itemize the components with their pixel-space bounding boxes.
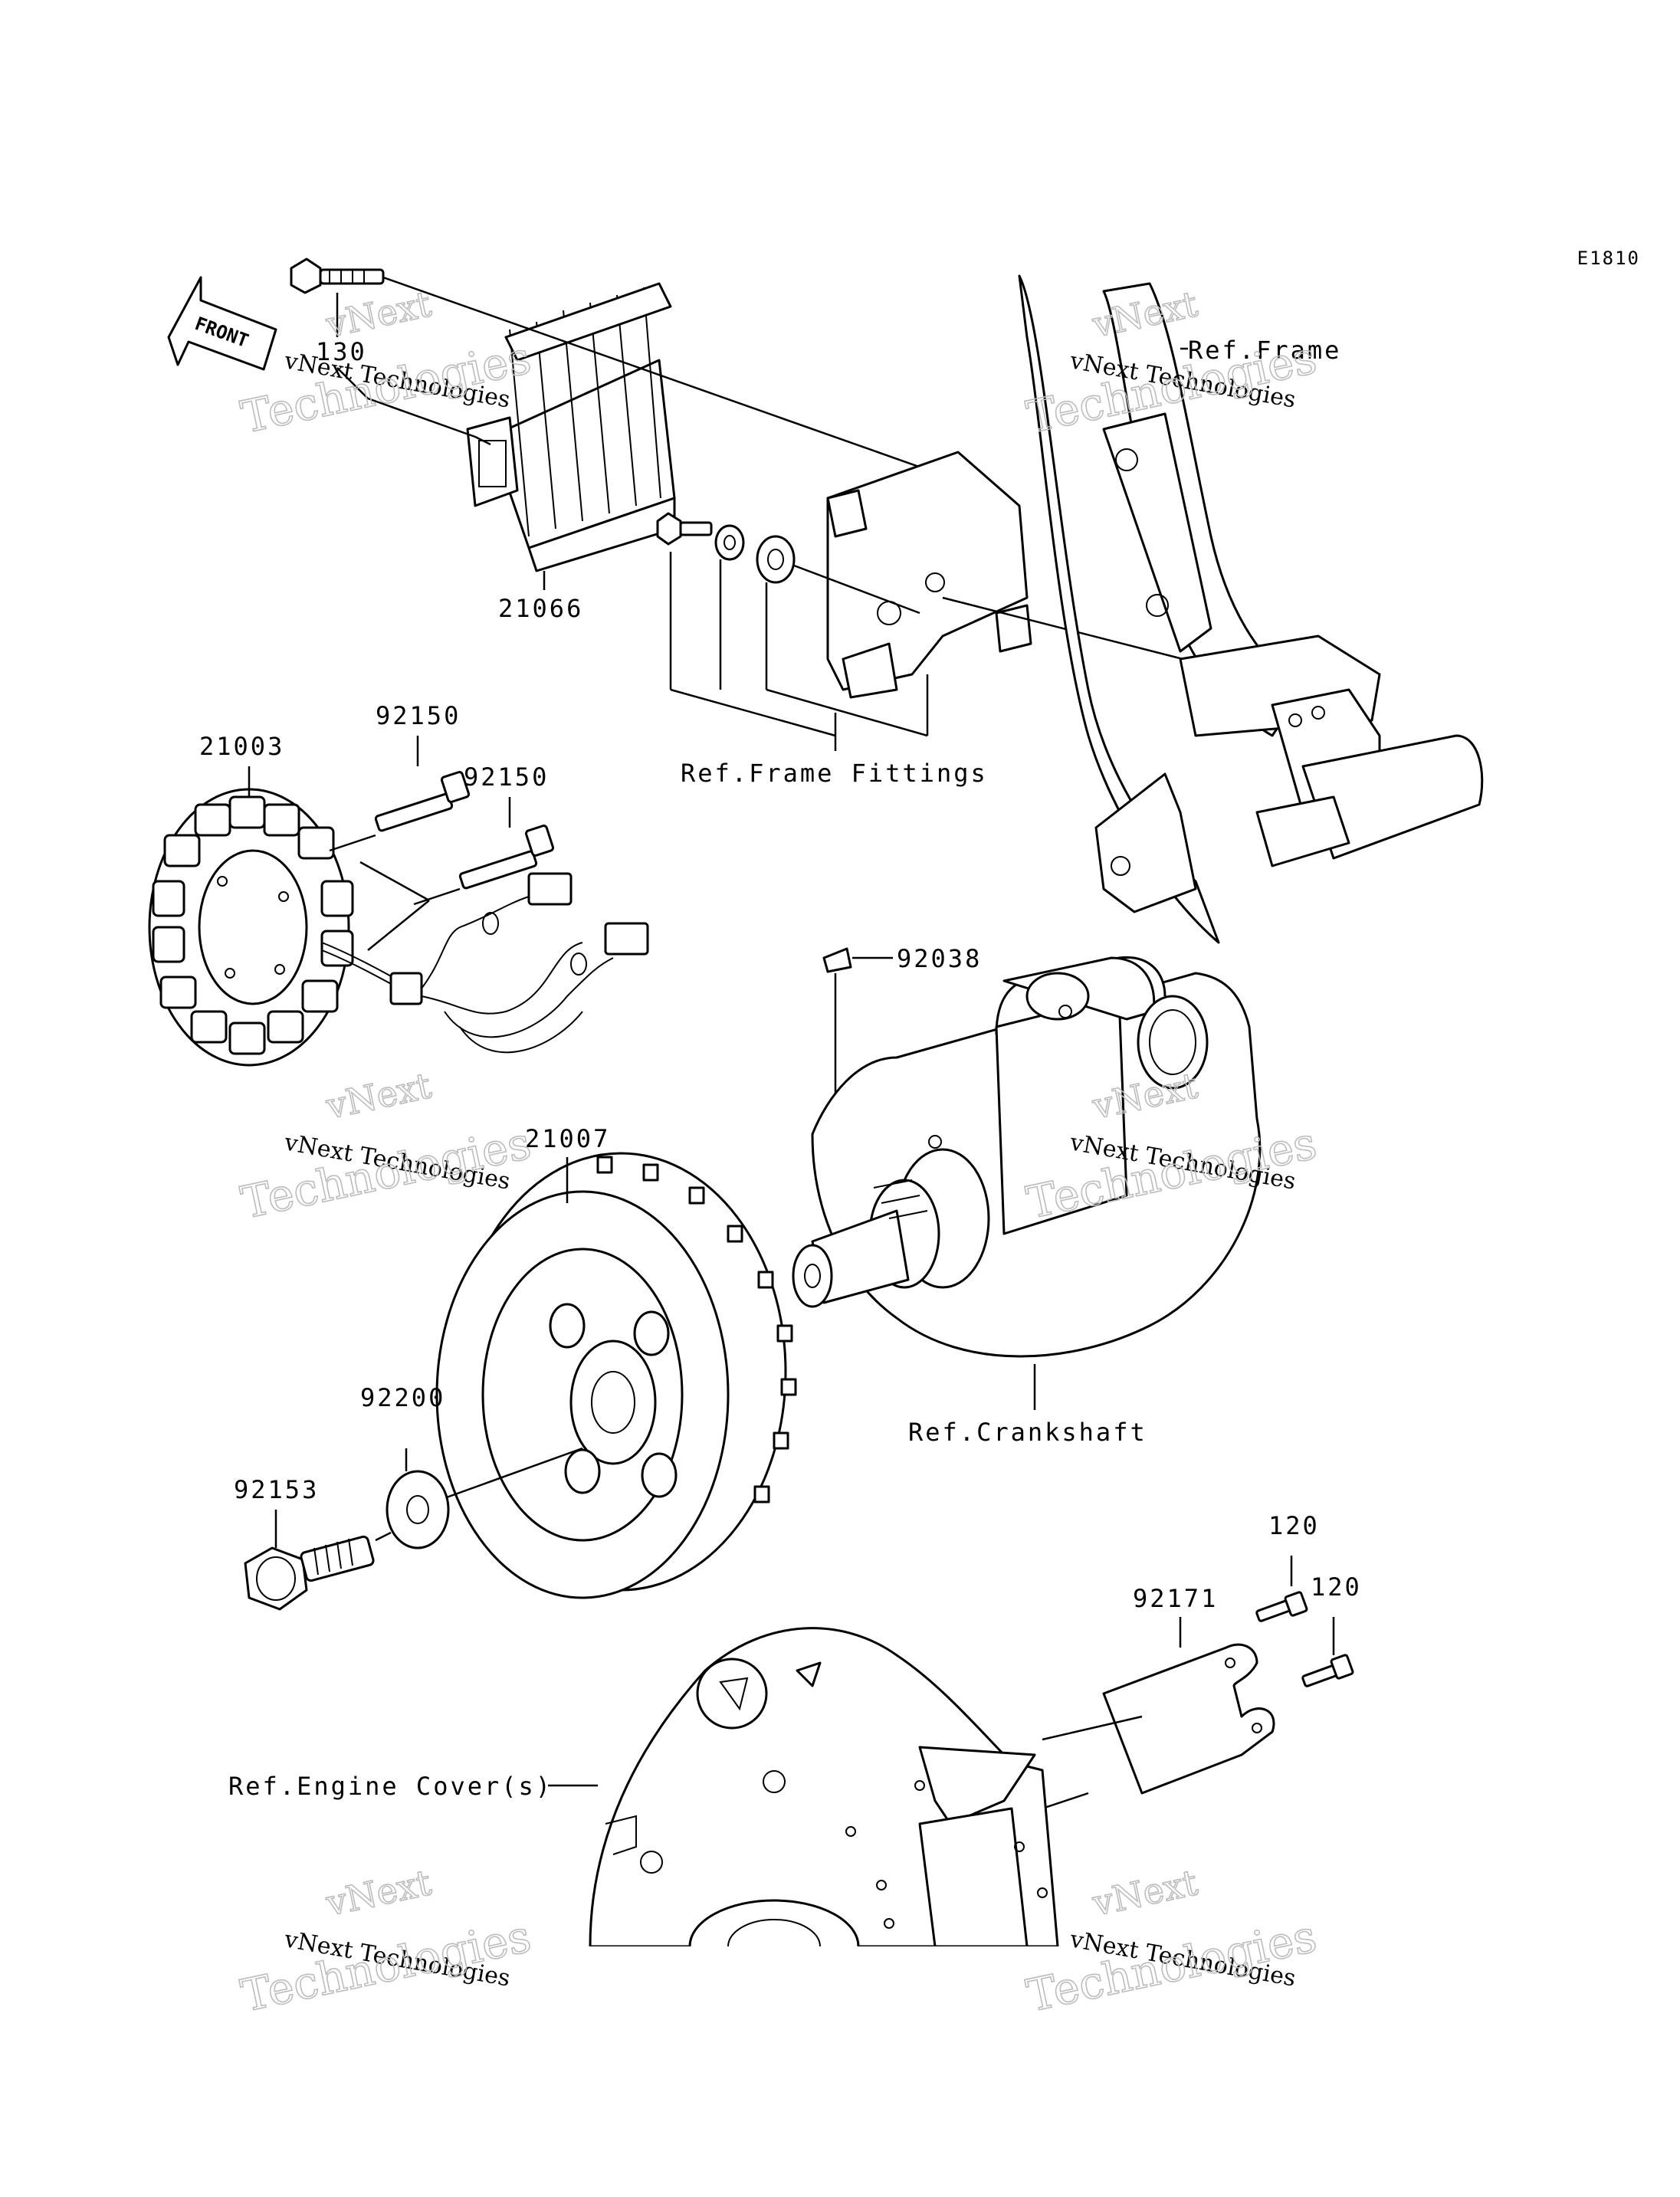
label-21066: 21066	[498, 594, 583, 623]
ref-frame-fittings: Ref.Frame Fittings	[681, 759, 988, 788]
frame-bracket	[826, 451, 1032, 699]
label-120-b: 120	[1311, 1572, 1362, 1602]
rotor-bolt	[244, 1535, 375, 1611]
woodruff-key	[822, 947, 852, 973]
frame	[1018, 274, 1484, 944]
svg-text:vNext: vNext	[1088, 1861, 1202, 1924]
stator-screw-b	[458, 825, 555, 890]
label-92200: 92200	[360, 1383, 445, 1412]
stator	[148, 788, 354, 1067]
rotor-washer	[386, 1470, 450, 1549]
label-21003: 21003	[199, 732, 284, 761]
ref-frame: Ref.Frame	[1188, 336, 1341, 365]
stator-screw-a	[374, 771, 471, 832]
svg-text:Technologies: Technologies	[237, 1117, 536, 1228]
screw-120-a	[1255, 1591, 1308, 1622]
regulator-rectifier	[466, 282, 676, 572]
label-92038: 92038	[897, 944, 982, 973]
label-92150-a: 92150	[376, 701, 461, 730]
front-arrow-icon: FRONT	[167, 276, 277, 371]
label-130: 130	[316, 337, 367, 366]
watermark-top-left: vNext vNext Technologies Technologies	[236, 282, 536, 444]
bolt-130	[290, 257, 385, 294]
svg-text:vNext: vNext	[322, 283, 435, 346]
ref-engine-cover: Ref.Engine Cover(s)	[228, 1772, 553, 1801]
label-92153: 92153	[234, 1475, 319, 1504]
screw-120-b	[1301, 1654, 1354, 1687]
label-120-a: 120	[1268, 1511, 1320, 1540]
label-92171: 92171	[1133, 1584, 1218, 1613]
crankshaft	[792, 956, 1262, 1358]
svg-text:vNext: vNext	[322, 1064, 435, 1127]
label-92150-b: 92150	[464, 762, 549, 792]
label-21007: 21007	[525, 1124, 610, 1153]
diagram-code: E1810	[1577, 248, 1640, 269]
cover-plate	[1102, 1643, 1275, 1795]
engine-cover	[589, 1627, 1059, 1994]
rotor-flywheel	[435, 1152, 797, 1599]
fitting-grommet	[756, 535, 796, 584]
stator-wire-harness	[321, 872, 649, 1054]
ref-crankshaft: Ref.Crankshaft	[908, 1418, 1147, 1447]
fitting-washer	[714, 524, 745, 561]
fitting-screw	[656, 512, 713, 546]
watermark-mid-left: vNext vNext Technologies Technologies	[236, 1064, 536, 1229]
svg-text:vNext: vNext	[322, 1861, 435, 1924]
